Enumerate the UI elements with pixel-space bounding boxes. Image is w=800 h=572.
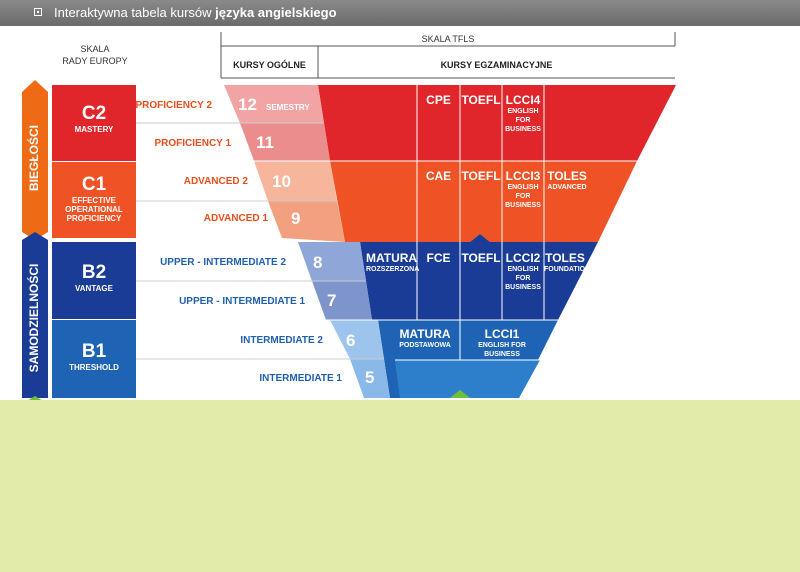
semester-7: 7 (327, 291, 337, 310)
row-label-proficiency-2[interactable]: PROFICIENCY 2 (135, 100, 213, 111)
general-b1-top[interactable] (330, 320, 384, 359)
exam-fce[interactable]: FCE (426, 251, 451, 265)
general-c2-bottom[interactable] (240, 123, 330, 161)
level-box-c2[interactable] (52, 85, 136, 161)
header-skala-rady: SKALA RADY EUROPY (62, 44, 128, 66)
menu-square-icon[interactable] (34, 8, 42, 16)
semestry-label: SEMESTRY (266, 103, 310, 112)
title-bar: Interaktywna tabela kursów języka angiel… (0, 0, 800, 26)
semester-6: 6 (346, 331, 356, 350)
group-label-bieglosci: BIEGŁOŚCI (27, 125, 41, 192)
general-b1-bottom[interactable] (350, 359, 390, 398)
semester-5: 5 (365, 368, 375, 387)
general-c1-top[interactable] (254, 161, 337, 201)
general-b2-top[interactable] (298, 242, 366, 281)
exam-cpe[interactable]: CPE (426, 93, 451, 107)
group-bar-samodzielnosci (22, 232, 48, 398)
semester-10: 10 (272, 172, 291, 191)
row-label-intermediate-1[interactable]: INTERMEDIATE 1 (259, 373, 342, 384)
semester-12: 12 (238, 95, 257, 114)
page-title: Interaktywna tabela kursów języka angiel… (54, 5, 337, 20)
level-box-b1[interactable] (52, 320, 136, 398)
header-skala-tfls: SKALA TFLS (421, 34, 475, 44)
general-b2-bottom[interactable] (312, 281, 372, 320)
semester-9: 9 (291, 209, 301, 228)
exam-toefl-c2[interactable]: TOEFL (461, 93, 501, 107)
exam-toefl-b2[interactable]: TOEFL (461, 251, 501, 265)
row-label-proficiency-1[interactable]: PROFICIENCY 1 (154, 138, 232, 149)
exam-toefl-c1[interactable]: TOEFL (461, 169, 501, 183)
bottom-panel (0, 400, 800, 572)
general-c1-bottom[interactable] (268, 201, 345, 242)
group-label-samodzielnosci: SAMODZIELNOŚCI (27, 263, 41, 373)
header-kursy-ogolne: KURSY OGÓLNE (233, 60, 306, 70)
header-kursy-egzaminacyjne: KURSY EGZAMINACYJNE (440, 60, 553, 70)
band-c2[interactable] (318, 85, 676, 161)
row-label-advanced-1[interactable]: ADVANCED 1 (203, 213, 268, 224)
row-label-advanced-2[interactable]: ADVANCED 2 (183, 176, 248, 187)
band-c1[interactable] (330, 161, 637, 242)
band-b2[interactable] (360, 234, 598, 320)
level-box-c1[interactable] (52, 162, 136, 238)
group-bar-bieglosci (22, 80, 48, 240)
exam-cae[interactable]: CAE (425, 169, 452, 183)
row-label-intermediate-2[interactable]: INTERMEDIATE 2 (240, 335, 323, 346)
semester-11: 11 (256, 133, 274, 152)
general-c2-top[interactable] (224, 85, 324, 123)
level-box-b2[interactable] (52, 242, 136, 319)
row-label-upper-intermediate-2[interactable]: UPPER - INTERMEDIATE 2 (160, 257, 286, 268)
row-label-upper-intermediate-1[interactable]: UPPER - INTERMEDIATE 1 (179, 296, 305, 307)
semester-8: 8 (313, 253, 323, 272)
